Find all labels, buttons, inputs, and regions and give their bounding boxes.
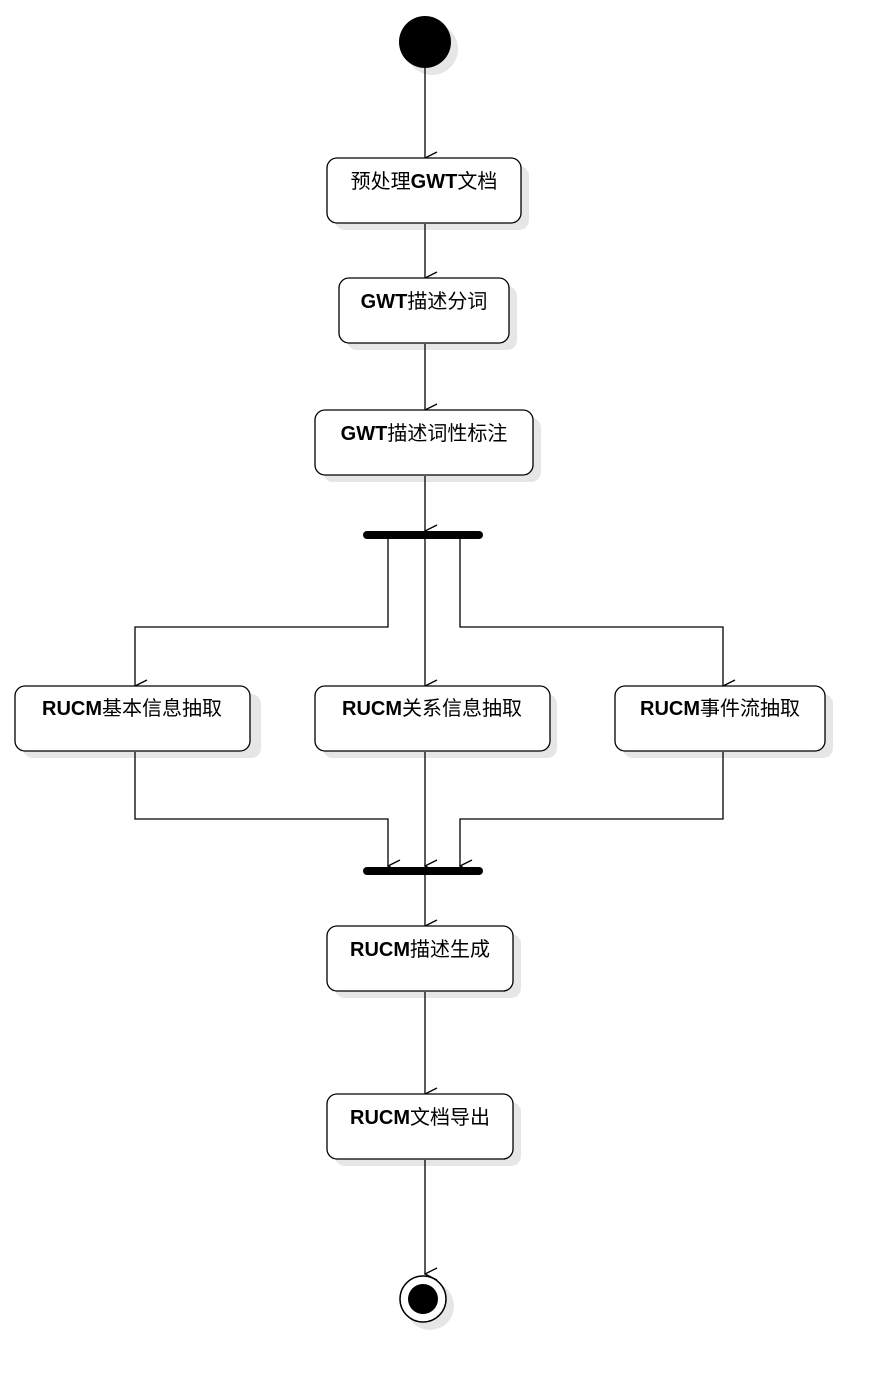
node-pos-tag: GWT描述词性标注 [314, 409, 534, 476]
label-bold-part: RUCM [350, 939, 410, 961]
node-label: RUCM关系信息抽取 [342, 696, 522, 720]
edge-basic-join [134, 752, 388, 866]
node-label: RUCM文档导出 [350, 1105, 490, 1129]
node-tokenize: GWT描述分词 [338, 277, 510, 344]
node-label: GWT描述词性标注 [341, 421, 508, 445]
label-bold-part: GWT [341, 423, 388, 445]
node-event-flow: RUCM事件流抽取 [614, 685, 826, 752]
edge-fork-event [459, 538, 723, 686]
node-basic-info: RUCM基本信息抽取 [14, 685, 251, 752]
label-bold-part: GWT [411, 171, 458, 193]
final-node [399, 1275, 447, 1323]
initial-node [399, 16, 451, 68]
label-part: 描述词性标注 [387, 421, 507, 445]
node-label: RUCM事件流抽取 [640, 696, 800, 720]
edges [135, 68, 723, 1274]
node-label: 预处理GWT文档 [351, 169, 498, 193]
node-label: GWT描述分词 [361, 289, 488, 313]
label-part: 事件流抽取 [700, 696, 800, 720]
node-preprocess: 预处理GWT文档 [326, 157, 522, 224]
label-part: 文档 [457, 169, 497, 193]
edge-fork-basic [135, 538, 389, 686]
node-relation-info: RUCM关系信息抽取 [314, 685, 551, 752]
label-bold-part: GWT [361, 291, 408, 313]
label-part: 描述生成 [410, 937, 490, 961]
label-part: 预处理 [351, 169, 411, 193]
label-bold-part: RUCM [350, 1107, 410, 1129]
node-label: RUCM描述生成 [350, 937, 490, 961]
label-bold-part: RUCM [342, 698, 402, 720]
label-part: 文档导出 [410, 1105, 490, 1129]
label-part: 描述分词 [407, 289, 487, 313]
node-export: RUCM文档导出 [326, 1093, 514, 1160]
label-bold-part: RUCM [42, 698, 102, 720]
node-label: RUCM基本信息抽取 [42, 696, 222, 720]
join-bar [363, 867, 483, 875]
label-part: 基本信息抽取 [102, 696, 222, 720]
label-bold-part: RUCM [640, 698, 700, 720]
fork-bar [363, 531, 483, 539]
node-generate: RUCM描述生成 [326, 925, 514, 992]
edge-event-join [460, 752, 724, 866]
label-part: 关系信息抽取 [402, 696, 522, 720]
